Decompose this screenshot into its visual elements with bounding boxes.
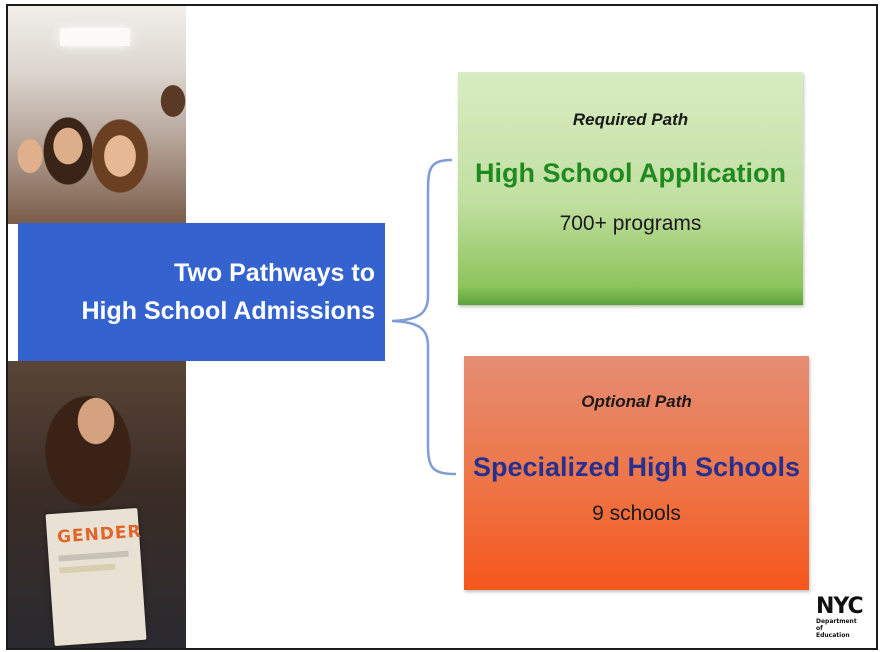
slide-title-box: Two Pathways to High School Admissions [18, 223, 385, 361]
sign-stripe [59, 563, 116, 574]
department-line2: Education [816, 632, 850, 639]
brace-path [391, 158, 457, 476]
nyc-wordmark: NYC [816, 594, 864, 619]
specialized-high-schools-title: Specialized High Schools [472, 452, 801, 482]
sign-stripe [58, 550, 129, 562]
held-sign: GENDER [45, 507, 147, 647]
required-path-box: Required Path High School Application 70… [458, 72, 803, 305]
optional-path-box: Optional Path Specialized High Schools 9… [464, 356, 809, 590]
sign-text: GENDER [56, 521, 143, 548]
high-school-application-title: High School Application [475, 158, 786, 188]
programs-count: 700+ programs [559, 212, 702, 235]
curly-brace-connector [391, 158, 457, 476]
required-path-label: Required Path [572, 110, 689, 129]
students-photo-bottom: GENDER [8, 361, 186, 648]
schools-count: 9 schools [592, 502, 681, 525]
department-line1: Department of [816, 618, 857, 632]
students-photo-top [8, 6, 186, 224]
ceiling-light [60, 28, 130, 46]
slide-title: Two Pathways to High School Admissions [81, 254, 375, 330]
nyc-doe-logo: NYC Department of Education [816, 594, 868, 640]
optional-path-label: Optional Path [581, 392, 692, 411]
slide: GENDER Two Pathways to High School Admis… [6, 4, 878, 650]
slide-title-line1: Two Pathways to [174, 259, 375, 287]
slide-title-line2: High School Admissions [81, 297, 375, 325]
